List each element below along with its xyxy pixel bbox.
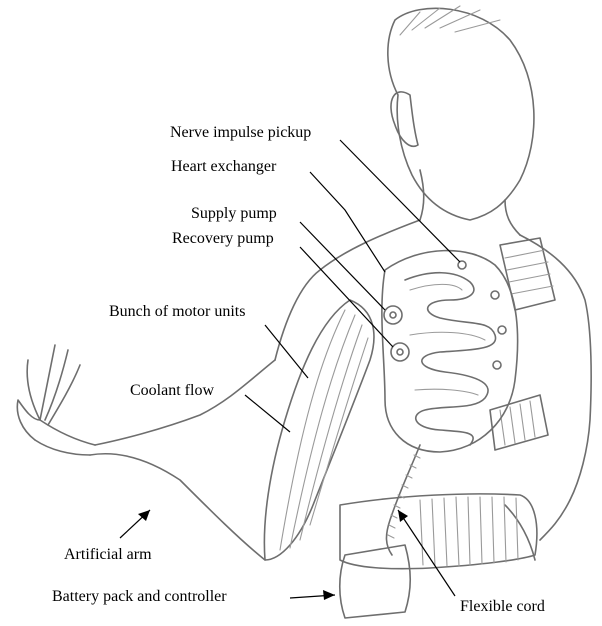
ear bbox=[391, 92, 418, 146]
supply-pump-core bbox=[390, 312, 396, 318]
label-recovery-pump: Recovery pump bbox=[172, 230, 274, 248]
head-outline bbox=[388, 8, 534, 220]
label-flexible-cord: Flexible cord bbox=[460, 598, 545, 616]
label-nerve-impulse-pickup: Nerve impulse pickup bbox=[170, 124, 311, 142]
recovery-pump-core bbox=[397, 349, 403, 355]
pickup-dot-2 bbox=[491, 291, 499, 299]
label-bunch-of-motor-units: Bunch of motor units bbox=[109, 303, 245, 321]
harness-strap-lower-stripes bbox=[500, 401, 535, 445]
arm-forearm bbox=[35, 420, 95, 455]
leader-supply-pump bbox=[300, 222, 385, 310]
label-coolant-flow: Coolant flow bbox=[130, 382, 214, 400]
label-supply-pump: Supply pump bbox=[191, 205, 277, 223]
harness-strap-lower bbox=[490, 395, 548, 450]
leader-heart-exchanger bbox=[310, 172, 385, 272]
label-artificial-arm: Artificial arm bbox=[64, 546, 152, 564]
supply-pump bbox=[384, 306, 402, 324]
arrowhead-flexible-cord bbox=[398, 510, 408, 522]
neck bbox=[420, 170, 520, 235]
leader-nerve-impulse-pickup bbox=[340, 140, 460, 262]
leader-coolant-flow bbox=[245, 395, 290, 432]
arrowhead-battery-pack bbox=[323, 590, 335, 600]
back-outline bbox=[275, 220, 591, 500]
recovery-pump bbox=[391, 343, 409, 361]
battery-pack bbox=[340, 545, 411, 618]
exchanger-coil bbox=[405, 273, 496, 445]
pickup-dot-1 bbox=[458, 261, 466, 269]
pickup-dot-3 bbox=[498, 326, 506, 334]
label-heart-exchanger: Heart exchanger bbox=[171, 158, 276, 176]
belt-stripes bbox=[420, 497, 518, 566]
flexible-cord bbox=[386, 445, 420, 555]
harness-strap-upper bbox=[500, 238, 555, 310]
label-battery-pack-and-controller: Battery pack and controller bbox=[52, 588, 227, 606]
motor-bundle-fibers bbox=[280, 310, 368, 550]
pickup-dot-4 bbox=[493, 361, 501, 369]
harness-strap-stripes bbox=[505, 250, 553, 294]
belt bbox=[340, 494, 537, 569]
leader-bunch-of-motor-units bbox=[265, 325, 308, 378]
